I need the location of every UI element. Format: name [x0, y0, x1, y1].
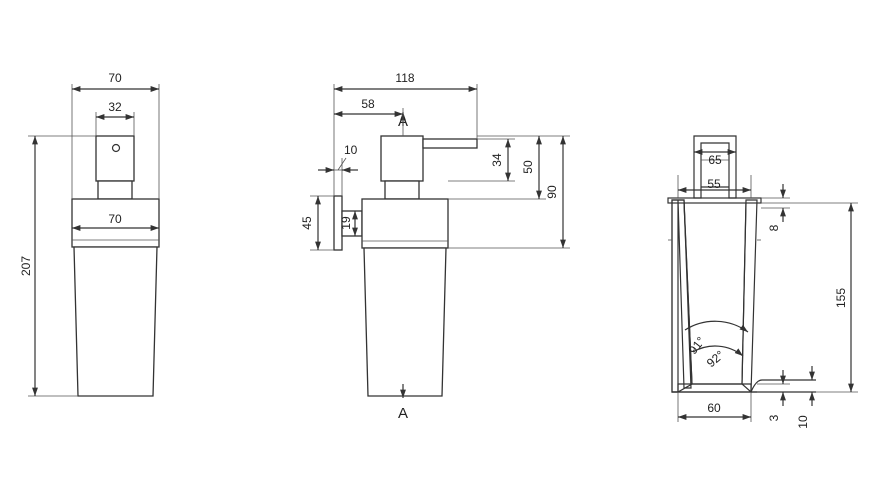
section-left-wall-cut	[671, 199, 693, 393]
dim-side-spout-height: 50	[521, 160, 535, 174]
side-lid	[361, 198, 449, 249]
spout	[422, 138, 478, 149]
dim-section-neck-width: 55	[707, 177, 721, 191]
dim-section-container-height: 155	[834, 288, 848, 308]
dim-section-base-width: 60	[707, 401, 721, 415]
dim-front-pump-width: 32	[108, 100, 122, 114]
container	[73, 246, 158, 397]
section-mark-bottom: A	[398, 405, 408, 422]
angle-arc-92	[692, 345, 744, 357]
section-view: 91° 92° 65 55 8 155 60 3 10	[667, 135, 858, 429]
dim-side-spout-drop: 34	[490, 153, 504, 167]
dim-front-overall-width: 70	[108, 71, 122, 85]
front-view: 70 32 70 207	[19, 71, 160, 397]
side-pump-head	[380, 135, 424, 182]
pump-stem	[97, 180, 133, 200]
angle-inner-label: 92°	[704, 348, 727, 371]
side-view: A A 118 58 10 34 50 90	[300, 71, 570, 422]
side-container	[363, 247, 447, 397]
dim-side-bracket-height: 19	[339, 216, 353, 230]
dim-side-plate-height: 45	[300, 216, 314, 230]
section-rim	[667, 197, 762, 204]
dim-front-overall-height: 207	[19, 256, 33, 276]
dim-section-bottom-offset: 10	[796, 415, 810, 429]
dim-side-total-depth: 118	[395, 71, 414, 85]
dim-side-axis-offset: 58	[361, 97, 375, 111]
pump-nozzle	[111, 143, 121, 153]
dim-front-body-width: 70	[108, 212, 122, 226]
angle-arc-91	[684, 320, 749, 333]
dim-side-top-height: 90	[545, 185, 559, 199]
pump-head	[95, 135, 135, 182]
side-pump-stem	[384, 180, 420, 200]
dim-section-base-thickness: 3	[767, 414, 781, 421]
dim-section-pump-width: 65	[708, 153, 722, 167]
dim-section-rim-height: 8	[767, 224, 781, 231]
dim-side-plate-thickness: 10	[344, 143, 358, 157]
